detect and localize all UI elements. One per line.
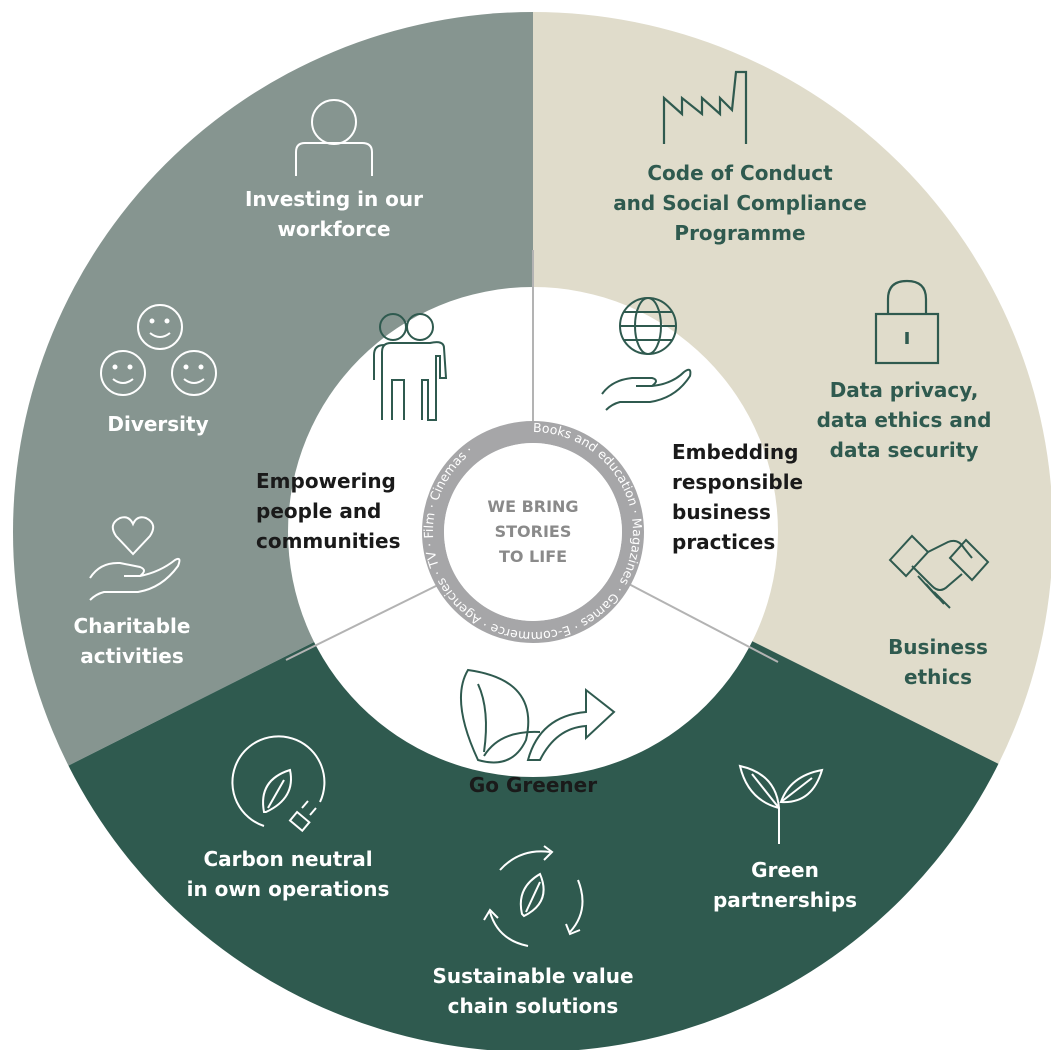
smiley-faces-icon [100,304,217,396]
handshake-icon [888,534,990,609]
recycle-leaf-icon [483,845,584,947]
label-diversity: Diversity [107,412,209,436]
label-data-privacy: Data privacy, data ethics and data secur… [816,378,992,462]
label-embedding-responsible: Embedding responsible business practices [672,440,804,554]
label-empowering-people: Empowering people and communities [256,469,401,553]
leaf-plug-icon [231,735,326,833]
sprout-icon [738,764,824,844]
person-icon [295,99,373,176]
center-disc [444,443,622,621]
factory-icon [662,70,748,144]
globe-in-hand-icon [601,297,692,411]
divider-left [285,583,441,661]
center-slogan: WE BRING STORIES TO LIFE [487,497,579,566]
segment-people [13,12,533,800]
label-workforce: Investing in our workforce [244,187,424,241]
label-green-partnerships: Green partnerships [712,858,858,912]
segment-greener [13,532,1051,1050]
people-hugging-icon [373,313,448,421]
label-value-chain: Sustainable value chain solutions [432,964,634,1018]
heart-in-hand-icon [89,516,181,601]
label-go-greener: Go Greener [468,773,598,797]
padlock-icon [874,279,940,365]
label-carbon-neutral: Carbon neutral in own operations [186,847,390,901]
center-ring [422,421,644,643]
label-business-ethics: Business ethics [888,635,988,689]
divider-right [624,581,779,663]
leaf-arrow-icon [459,668,616,764]
label-code-of-conduct: Code of Conduct and Social Compliance Pr… [613,161,867,245]
label-charitable: Charitable activities [73,614,191,668]
